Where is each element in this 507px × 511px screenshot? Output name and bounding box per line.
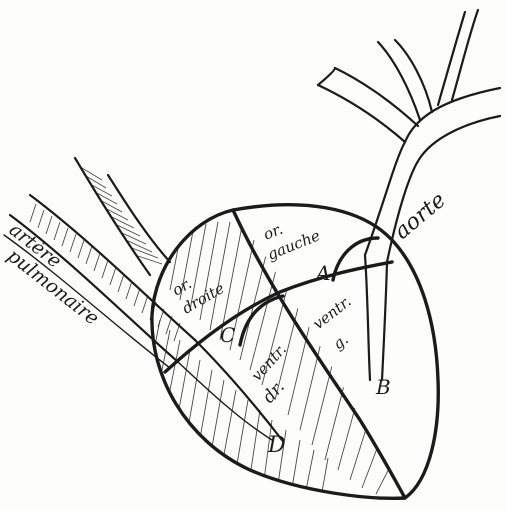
label-vent-g-1: ventr. (309, 292, 354, 333)
right-valve-arc-c (240, 296, 283, 345)
label-point-a: A (314, 261, 330, 285)
label-point-b: B (375, 375, 391, 399)
aorta (318, 10, 500, 380)
label-aorte: aorte (390, 188, 451, 245)
label-point-d: D (267, 433, 286, 458)
label-point-c: C (220, 323, 235, 347)
vena-cava-hatching (82, 168, 162, 264)
vena-cava (75, 158, 170, 275)
septum-line (233, 210, 405, 498)
label-vent-dr-1: ventr. (248, 340, 290, 384)
label-vent-g-2: g. (329, 330, 351, 353)
